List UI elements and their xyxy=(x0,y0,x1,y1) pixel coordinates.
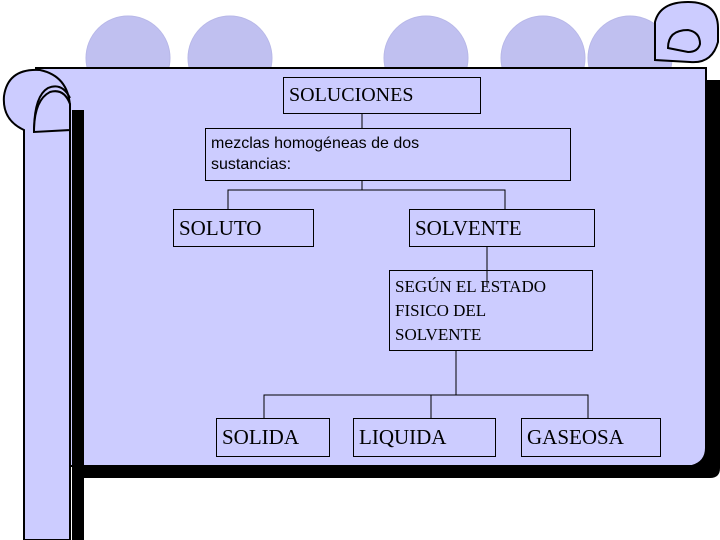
box-solida: SOLIDA xyxy=(216,418,330,457)
box-soluciones: SOLUCIONES xyxy=(283,77,481,114)
scroll-left-curl-fill xyxy=(32,90,71,134)
box-liquida: LIQUIDA xyxy=(353,418,496,457)
connectors xyxy=(227,113,589,418)
box-classification-note: SEGÚN EL ESTADO FISICO DEL SOLVENTE xyxy=(389,270,593,351)
box-gaseosa: GASEOSA xyxy=(521,418,661,457)
scroll-left-roll xyxy=(2,68,71,540)
box-solvente: SOLVENTE xyxy=(409,209,595,247)
scroll-top-right-curl-inner xyxy=(666,28,702,54)
box-definition: mezclas homogéneas de dos sustancias: xyxy=(205,128,571,181)
scroll-left-roll-shadow xyxy=(72,110,84,540)
box-soluto: SOLUTO xyxy=(173,209,314,247)
connector-states xyxy=(263,394,589,418)
connector-components xyxy=(227,189,506,209)
